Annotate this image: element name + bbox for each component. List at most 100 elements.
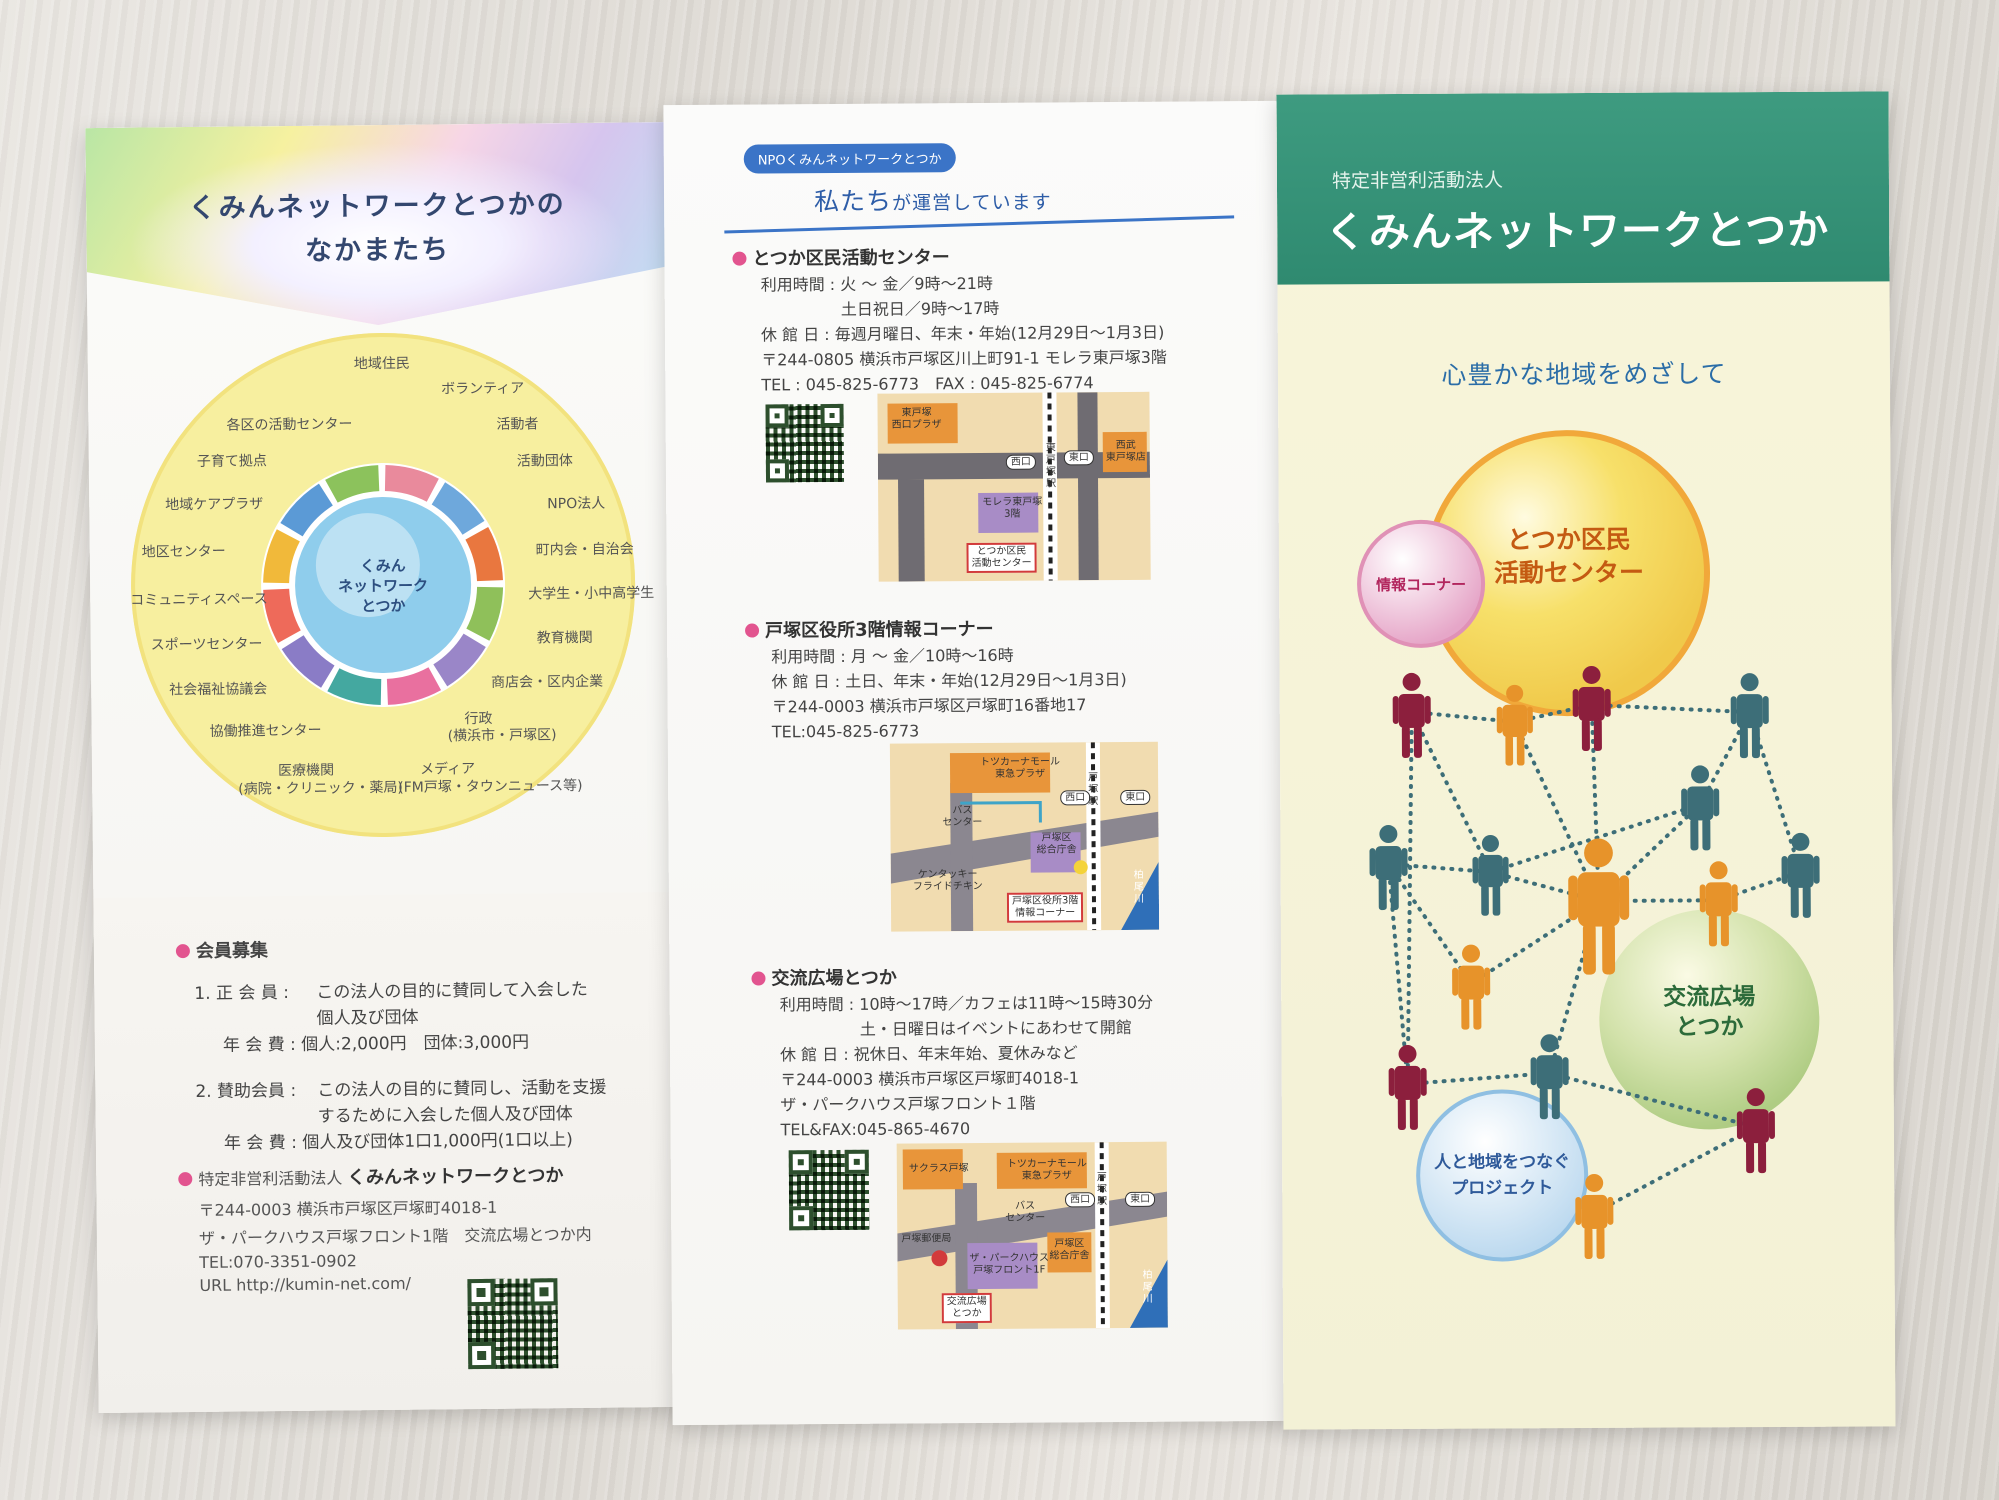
- membership-title-text: 会員募集: [195, 940, 269, 962]
- partner-label: 町内会・自治会: [535, 541, 634, 559]
- outer-disc-rim: [131, 332, 636, 837]
- section-heading-text: 交流広場とつか: [771, 967, 897, 990]
- partner-label: 医療機関: [277, 762, 335, 780]
- partner-label: (横浜市・戸塚区): [447, 727, 557, 745]
- person-icon: [1736, 1088, 1775, 1174]
- person-icon: [1699, 861, 1738, 947]
- ring-segment: [384, 465, 439, 502]
- qr-code-icon[interactable]: [467, 1278, 559, 1370]
- qr-finder: [788, 1150, 813, 1175]
- person-icon: [1572, 665, 1611, 752]
- bubble-plaza-line-1: 交流広場: [1663, 984, 1756, 1011]
- ring-segment: [327, 668, 382, 705]
- bubble-project-line-1: 人と地域をつなぐ: [1434, 1152, 1571, 1173]
- map-info-corner: トツカーナモール東急プラザ 西口 東口 戸塚駅 バスセンター 戸塚区総合庁舎 ケ…: [889, 741, 1160, 932]
- qr-code-icon[interactable]: [765, 403, 845, 483]
- membership-section: 会員募集 1. 正 会 員 : この法人の目的に賛同して入会した 個人及び団体 …: [93, 891, 681, 1414]
- bubble-plaza-line-2: とつか: [1675, 1014, 1744, 1041]
- middle-title-sub: が運営しています: [892, 191, 1052, 215]
- membership-title: 会員募集: [175, 936, 269, 963]
- partner-label: (FM戸塚・タウンニュース等): [398, 777, 583, 796]
- qr-code-icon[interactable]: [788, 1149, 870, 1231]
- network-link: [1592, 1125, 1758, 1215]
- map-target-label: 戸塚区役所3階情報コーナー: [1006, 892, 1084, 923]
- ring-segment: [431, 482, 485, 535]
- partner-label: 子育て拠点: [196, 453, 267, 470]
- middle-title: 私たちが運営しています: [814, 180, 1052, 218]
- info-line: 利用時間 : 火 〜 金／9時〜21時: [760, 273, 993, 295]
- section-info-plaza: 利用時間 : 10時〜17時／カフェは11時〜15時30分 土・日曜日はイベント…: [780, 990, 1154, 1143]
- map-station: 戸塚駅: [1096, 1172, 1108, 1208]
- network-graphic: [1357, 430, 1820, 1262]
- map-station: 戸塚駅: [1088, 772, 1099, 808]
- ring-segment: [280, 483, 333, 537]
- bubble-plaza: [1599, 909, 1820, 1130]
- ring-segment: [465, 527, 503, 582]
- npo-pill-label: NPOくみんネットワークとつか: [743, 143, 956, 174]
- map-exit-east: 東口: [1124, 1191, 1156, 1207]
- map-station: 東戸塚駅: [1045, 442, 1057, 490]
- network-link: [1409, 709, 1493, 875]
- ring-segment: [281, 635, 335, 688]
- info-line: TEL&FAX:045-865-4670: [780, 1119, 971, 1140]
- center-line-2: ネットワーク: [337, 576, 429, 596]
- map-exit-west: 西口: [1005, 454, 1036, 470]
- partner-diagram: くみん ネットワーク とつか 地域住民 ボランティア 活動者 活動団体 NPO法…: [125, 327, 654, 842]
- person-icon: [1568, 838, 1630, 975]
- person-icon: [1388, 1044, 1427, 1130]
- member-regular-desc-2: 個人及び団体: [316, 1007, 419, 1029]
- person-icon: [1496, 684, 1533, 766]
- bubble-center-line-1: とつか区民: [1506, 524, 1631, 555]
- center-line-3: とつか: [361, 596, 406, 616]
- bubble-info-label: 情報コーナー: [1376, 575, 1467, 595]
- bubble-center-line-2: 活動センター: [1493, 557, 1645, 588]
- network-link: [1405, 709, 1414, 1086]
- map-river-label: 柏尾川: [1142, 1269, 1153, 1305]
- title-underline: [724, 215, 1235, 234]
- partner-label: 行政: [464, 710, 493, 728]
- partner-label: 地域住民: [353, 355, 410, 373]
- heading-line-1: くみんネットワークとつかの: [188, 189, 566, 225]
- person-icon: [1392, 672, 1431, 758]
- member-regular-fee: 年 会 費 : 個人:2,000円 団体:3,000円: [222, 1032, 530, 1056]
- info-line: 〒244-0805 横浜市戸塚区川上町91-1 モレラ東戸塚3階: [761, 347, 1167, 370]
- info-line: TEL:045-825-6773: [771, 721, 920, 742]
- network-link: [1488, 802, 1703, 875]
- middle-title-main: 私たち: [813, 186, 893, 217]
- person-icon: [1730, 673, 1769, 759]
- section-info-corner: 利用時間 : 月 〜 金／10時〜16時 休 館 日 : 土日、年末・年始(12…: [771, 642, 1127, 744]
- members-heading: くみんネットワークとつかの なかまたち: [86, 182, 669, 276]
- map-exit-west: 西口: [1064, 1192, 1096, 1208]
- bubble-project-label: 人と地域をつなぐプロジェクト: [1422, 1149, 1582, 1202]
- center-label: くみん ネットワーク とつか: [328, 555, 439, 616]
- member-type-regular: 1. 正 会 員 :: [194, 982, 290, 1004]
- map-target-label: 交流広場とつか: [941, 1292, 992, 1324]
- partner-label: 協働推進センター: [209, 722, 322, 740]
- map-label: 戸塚区総合庁舎: [1049, 1238, 1090, 1262]
- person-icon: [1530, 1034, 1569, 1120]
- org-contact: 特定非営利活動法人 くみんネットワークとつか 〒244-0003 横浜市戸塚区戸…: [178, 1161, 592, 1295]
- cover-subtitle: 特定非営利活動法人: [1331, 169, 1504, 193]
- member-supporting-desc-2: するために入会した個人及び団体: [317, 1104, 573, 1127]
- network-link: [1386, 862, 1474, 986]
- person-icon: [1681, 765, 1720, 851]
- bullet-icon: [175, 944, 190, 959]
- info-line: 利用時間 : 10時〜17時／カフェは11時〜15時30分: [779, 992, 1154, 1015]
- section-heading-text: 戸塚区役所3階情報コーナー: [764, 618, 994, 642]
- bubble-plaza-label: 交流広場とつか: [1641, 982, 1777, 1043]
- map-label: ケンタッキーフライドチキン: [912, 868, 983, 893]
- section-heading-text: とつか区民活動センター: [752, 247, 950, 270]
- map-label: バスセンター: [1005, 1200, 1046, 1224]
- org-address-1: 〒244-0003 横浜市戸塚区戸塚町4018-1: [198, 1197, 498, 1220]
- ring-segment: [433, 633, 486, 687]
- ring-segment: [263, 588, 301, 643]
- network-link: [1589, 702, 1601, 903]
- qr-finder: [789, 1206, 814, 1231]
- person-icon: [1452, 944, 1491, 1030]
- person-icon: [1781, 832, 1820, 918]
- ring-segment: [325, 465, 380, 503]
- info-line: 〒244-0003 横浜市戸塚区戸塚町16番地17: [771, 695, 1087, 717]
- partner-label: 各区の活動センター: [226, 416, 353, 434]
- map-exit-east: 東口: [1063, 450, 1094, 466]
